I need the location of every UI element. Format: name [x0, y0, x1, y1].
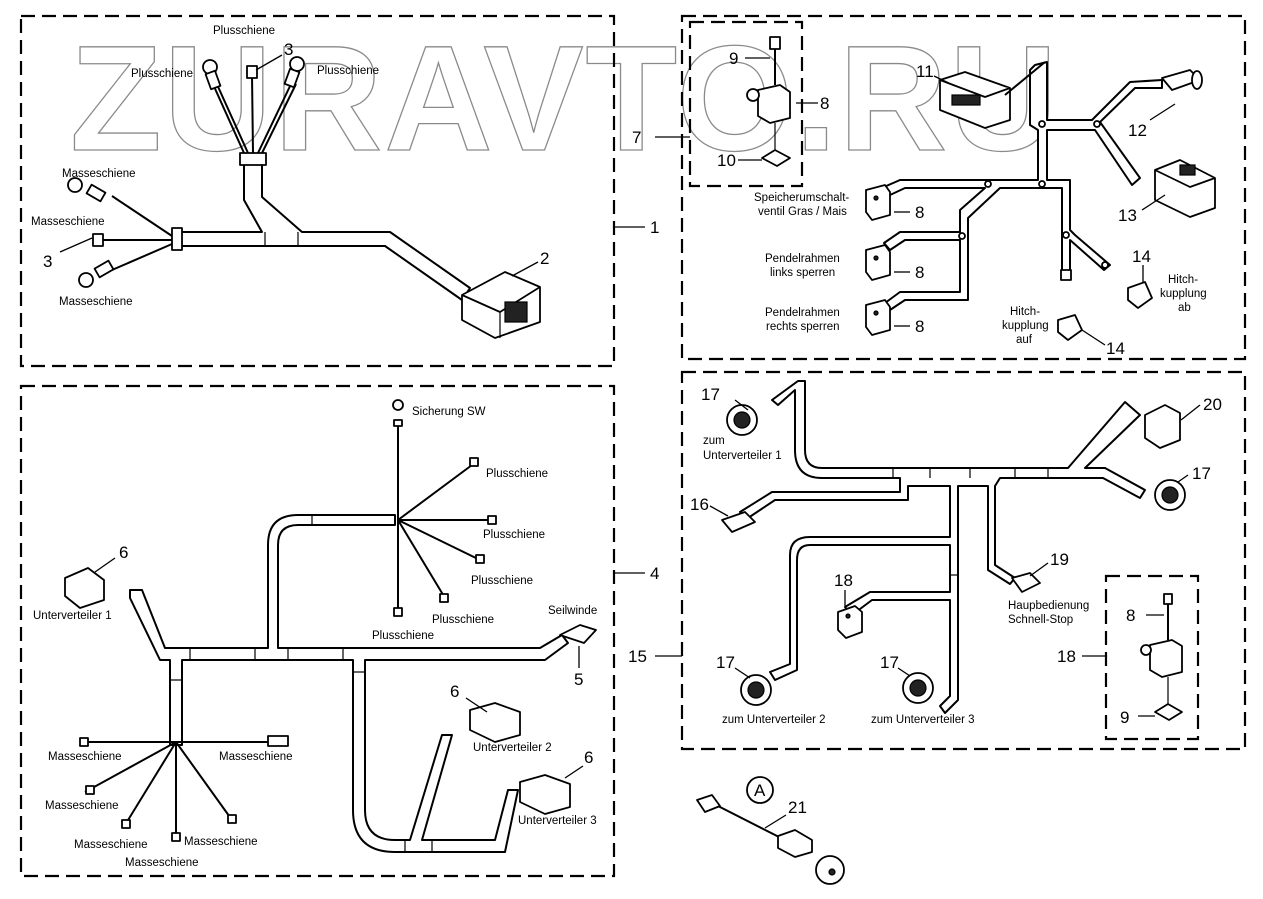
label-zum-uv3: zum Unterverteiler 3	[871, 714, 975, 726]
label-plusschiene-top: Plusschiene	[213, 25, 275, 37]
label-unterverteiler-3: Unterverteiler 3	[518, 815, 597, 827]
label-plusschiene-4a: Plusschiene	[486, 468, 548, 480]
callout-17-uv1: 17	[701, 385, 720, 404]
label-masseschiene-mid: Masseschiene	[31, 216, 105, 228]
callout-17-right: 17	[1192, 464, 1211, 483]
callout-17-uv3: 17	[880, 653, 899, 672]
detail-a-part-21	[696, 776, 845, 885]
callout-17-uv2: 17	[716, 653, 735, 672]
label-pendel-links-1: Pendelrahmen	[765, 253, 840, 265]
group-15-frame	[680, 370, 1247, 751]
callout-8-top: 8	[820, 94, 829, 113]
callout-14-auf: 14	[1106, 339, 1125, 358]
callout-6-uv3: 6	[584, 748, 593, 767]
callout-18-plug: 18	[834, 571, 853, 590]
callout-9-kit18: 9	[1120, 708, 1129, 727]
group-7-frame	[688, 20, 804, 188]
callout-3-top: 3	[284, 40, 293, 59]
label-plusschiene-right: Plusschiene	[317, 65, 379, 77]
label-sicherung-sw: Sicherung SW	[412, 406, 486, 418]
label-zum-uv2: zum Unterverteiler 2	[722, 714, 826, 726]
label-hitch-ab-3: ab	[1178, 302, 1191, 314]
label-pendel-links-2: links sperren	[770, 267, 835, 279]
label-speicher-2: ventil Gras / Mais	[758, 206, 847, 218]
label-masseschiene-4f: Masseschiene	[125, 857, 199, 869]
group-1-frame	[19, 14, 616, 368]
label-seilwinde: Seilwinde	[548, 605, 597, 617]
control-harness	[721, 380, 1186, 721]
label-pendel-rechts-2: rechts sperren	[766, 321, 840, 333]
callout-14-ab: 14	[1132, 247, 1151, 266]
label-hitch-auf-2: kupplung	[1002, 320, 1049, 332]
label-unterverteiler-1: Unterverteiler 1	[33, 610, 112, 622]
group-right-top-frame	[680, 14, 1247, 361]
label-plusschiene-4c: Plusschiene	[471, 575, 533, 587]
callout-6-uv2: 6	[450, 682, 459, 701]
label-hitch-ab-2: kupplung	[1160, 288, 1207, 300]
callout-12: 12	[1128, 121, 1147, 140]
callout-9-top: 9	[729, 49, 738, 68]
label-hitch-auf-3: auf	[1016, 334, 1033, 346]
callout-20: 20	[1203, 395, 1222, 414]
callout-19: 19	[1050, 550, 1069, 569]
callout-2: 2	[540, 249, 549, 268]
valve-harness	[865, 61, 1216, 341]
callout-6-uv1: 6	[119, 543, 128, 562]
label-zum-uv1-1: zum	[703, 435, 725, 447]
label-masseschiene-4b: Masseschiene	[219, 751, 293, 763]
label-hitch-auf-1: Hitch-	[1010, 306, 1040, 318]
callout-15: 15	[628, 647, 647, 666]
label-masseschiene-4d: Masseschiene	[74, 839, 148, 851]
watermark: ZURAVTO.RU	[70, 14, 1059, 182]
callout-8-speicher: 8	[915, 203, 924, 222]
callout-1: 1	[650, 218, 659, 237]
callout-5: 5	[574, 670, 583, 689]
label-masseschiene-4a: Masseschiene	[48, 751, 122, 763]
label-haupt-1: Haupbedienung	[1008, 600, 1089, 612]
label-plusschiene-4e: Plusschiene	[372, 630, 434, 642]
group-4-frame	[19, 384, 616, 878]
label-plusschiene-4d: Plusschiene	[432, 614, 494, 626]
callout-3-left: 3	[43, 252, 52, 271]
label-speicher-1: Speicherumschalt-	[754, 192, 849, 204]
callout-7: 7	[632, 128, 641, 147]
label-unterverteiler-2: Unterverteiler 2	[473, 742, 552, 754]
callout-21: 21	[788, 798, 807, 817]
label-masseschiene-top: Masseschiene	[62, 168, 136, 180]
label-plusschiene-4b: Plusschiene	[483, 529, 545, 541]
callout-18-group: 18	[1057, 647, 1076, 666]
label-masseschiene-4e: Masseschiene	[184, 836, 258, 848]
callout-4: 4	[650, 564, 659, 583]
label-haupt-2: Schnell-Stop	[1008, 614, 1073, 626]
label-pendel-rechts-1: Pendelrahmen	[765, 307, 840, 319]
label-plusschiene-left: Plusschiene	[131, 68, 193, 80]
detail-a-marker: A	[754, 781, 766, 800]
callout-8-links: 8	[915, 263, 924, 282]
label-masseschiene-4c: Masseschiene	[45, 800, 119, 812]
callout-8-kit18: 8	[1126, 606, 1135, 625]
callout-10: 10	[717, 151, 736, 170]
callout-13: 13	[1118, 206, 1137, 225]
callout-11: 11	[916, 62, 934, 81]
callout-16: 16	[690, 495, 709, 514]
label-zum-uv1-2: Unterverteiler 1	[703, 450, 782, 462]
label-masseschiene-bottom: Masseschiene	[59, 296, 133, 308]
group-18-frame	[1104, 574, 1200, 741]
valve-plug-kit-7	[746, 36, 791, 167]
battery-harness	[67, 56, 541, 339]
callout-8-rechts: 8	[915, 317, 924, 336]
label-hitch-ab-1: Hitch-	[1168, 274, 1198, 286]
main-harness	[64, 399, 597, 853]
